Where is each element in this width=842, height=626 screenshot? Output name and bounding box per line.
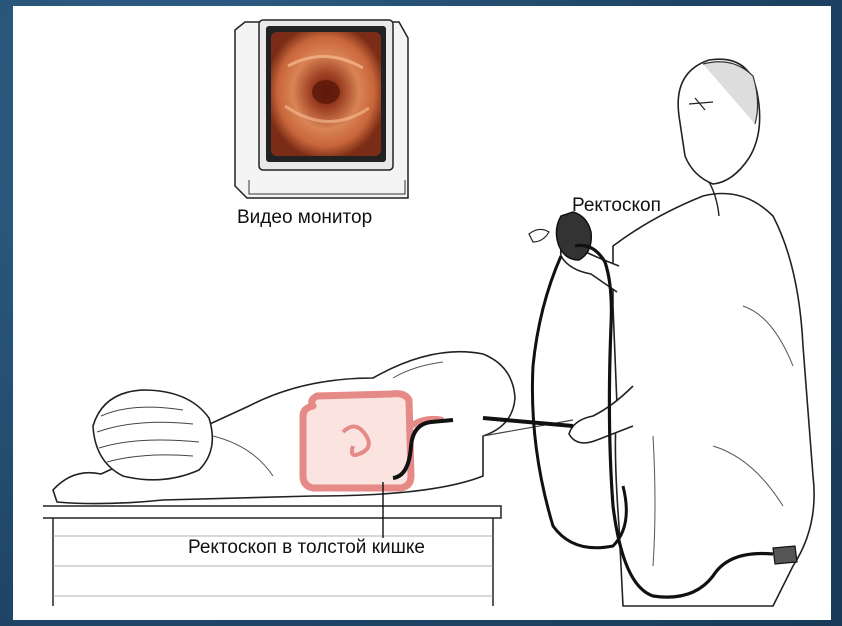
rectoscope-in-colon-label: Ректоскоп в толстой кишке [188,538,425,557]
video-monitor-icon [235,20,408,198]
video-monitor-label: Видео монитор [237,208,372,227]
sigmoidoscopy-illustration [13,6,831,620]
illustration-panel: Видео монитор Ректоскоп Ректоскоп в толс… [13,6,831,620]
doctor-figure [561,59,814,606]
rectoscope-label: Ректоскоп [572,196,661,215]
